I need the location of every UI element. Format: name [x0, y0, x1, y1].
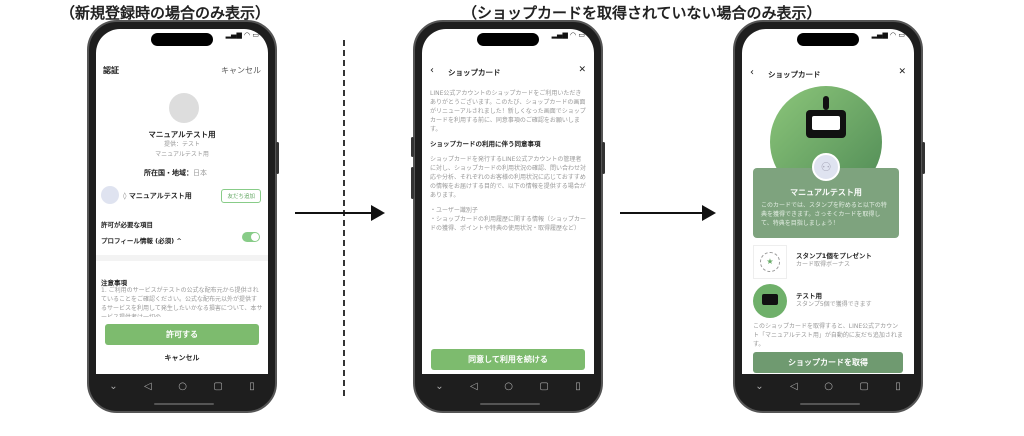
back-icon[interactable]: ‹ — [430, 65, 434, 76]
robot-icon — [806, 110, 846, 138]
camera-notch — [151, 33, 213, 46]
side-button — [602, 142, 605, 174]
consent-body: ショップカードを発行するLINE公式アカウントの管理者に対し、ショップカードの利… — [430, 156, 587, 200]
region-label: 所在国・地域： — [144, 169, 193, 177]
add-friend-button[interactable]: 友だち追加 — [221, 189, 261, 203]
home-indicator — [154, 403, 214, 405]
card-description: このカードでは、スタンプを貯めると以下の特典を獲得できます。さっそくカードを取得… — [761, 202, 887, 228]
consent-heading: ショップカードの利用に伴う同意事項 — [430, 140, 541, 148]
provider: 提供：テスト — [163, 141, 200, 148]
reward-subtitle: カード取得ボーナス — [796, 261, 851, 268]
consent-content: LINE公式アカウントのショップカードをご利用いただきありがとうございます。この… — [430, 89, 586, 233]
back-icon[interactable]: ◁ — [790, 381, 798, 392]
android-nav-bar: ⌄ ◁ ○ ▢ ▯ — [96, 374, 268, 399]
home-icon[interactable]: ○ — [504, 381, 513, 392]
status-icons: ▂▄▆ ◠ ▭ — [225, 31, 259, 39]
recents-icon[interactable]: ▢ — [213, 381, 223, 392]
status-icons: ▂▄▆ ◠ ▭ — [871, 31, 905, 39]
divider — [96, 255, 268, 261]
home-icon[interactable]: ○ — [178, 381, 187, 392]
consent-item: ・ショップカードの利用履歴に関する情報（ショップカードの獲得、ポイントや特典の使… — [430, 216, 587, 233]
back-icon[interactable]: ‹ — [750, 67, 754, 78]
app-name: マニュアルテスト用 — [148, 130, 216, 139]
caption-new-registration: （新規登録時の場合のみ表示） — [60, 4, 271, 22]
side-button — [922, 142, 925, 174]
notes-heading: 注意事項 — [101, 279, 127, 287]
account-name: マニュアルテスト用 — [128, 192, 192, 200]
avatar — [169, 93, 199, 123]
back-icon[interactable]: ◁ — [470, 381, 478, 392]
rotate-icon[interactable]: ▯ — [895, 381, 901, 392]
cancel-button[interactable]: キャンセル — [164, 354, 200, 362]
phone-consent: ▂▄▆ ◠ ▭ ‹ ショップカード ✕ LINE公式アカウントのショップカードを… — [411, 20, 605, 413]
stamp-icon: ★ — [753, 245, 787, 279]
recents-icon[interactable]: ▢ — [859, 381, 869, 392]
page-title: 認証 — [103, 66, 119, 75]
android-nav-bar: ⌄ ◁ ○ ▢ ▯ — [742, 374, 914, 399]
page-title: ショップカード — [768, 70, 821, 79]
rotate-icon[interactable]: ▯ — [575, 381, 581, 392]
get-shopcard-button[interactable]: ショップカードを取得 — [753, 352, 903, 373]
intro-text: LINE公式アカウントのショップカードをご利用いただきありがとうございます。この… — [430, 90, 586, 133]
chevron-down-icon[interactable]: ⌄ — [109, 381, 118, 392]
reward-title: テスト用 — [796, 292, 822, 300]
home-indicator — [480, 403, 540, 405]
profile-permission[interactable]: プロフィール情報 (必須) ^ — [101, 237, 182, 245]
chevron-down-icon[interactable]: ⌄ — [435, 381, 444, 392]
side-button — [276, 142, 279, 174]
provider-sub: マニュアルテスト用 — [155, 151, 209, 158]
footer-note: このショップカードを取得すると、LINE公式アカウント「マニュアルテスト用」が自… — [753, 323, 903, 348]
reward-title: スタンプ1個をプレゼント — [796, 252, 872, 260]
consent-item: ・ユーザー識別子 — [430, 207, 478, 215]
account-avatar: ⚇ — [812, 153, 840, 181]
close-icon[interactable]: ✕ — [898, 67, 906, 77]
shopcard-screen: ‹ ショップカード ✕ マニュアルテスト用 このカードでは、スタンプを貯めると以… — [742, 29, 914, 374]
agree-button[interactable]: 同意して利用を続ける — [431, 349, 585, 370]
page-title: ショップカード — [448, 68, 501, 77]
status-icons: ▂▄▆ ◠ ▭ — [551, 31, 585, 39]
caption-no-shopcard: （ショップカードを取得されていない場合のみ表示） — [462, 4, 822, 22]
home-icon[interactable]: ○ — [824, 381, 833, 392]
phone-auth: ▂▄▆ ◠ ▭ 認証 キャンセル マニュアルテスト用 提供：テスト マニュアルテ… — [87, 20, 279, 413]
home-indicator — [800, 403, 860, 405]
arrow-right-icon — [295, 205, 385, 221]
arrow-right-icon — [620, 205, 716, 221]
phone-shopcard: ▂▄▆ ◠ ▭ ‹ ショップカード ✕ マニュアルテスト用 このカードでは、スタ… — [733, 20, 925, 413]
back-icon[interactable]: ◁ — [144, 381, 152, 392]
recents-icon[interactable]: ▢ — [539, 381, 549, 392]
permissions-heading: 許可が必要な項目 — [101, 221, 153, 229]
camera-notch — [797, 33, 859, 46]
side-button — [411, 137, 414, 157]
close-icon[interactable]: ✕ — [578, 65, 586, 75]
reward-subtitle: スタンプ5個で獲得できます — [796, 301, 872, 308]
cancel-link[interactable]: キャンセル — [221, 66, 261, 75]
chevron-down-icon[interactable]: ⌄ — [755, 381, 764, 392]
consent-screen: ‹ ショップカード ✕ LINE公式アカウントのショップカードをご利用いただきあ… — [422, 29, 594, 374]
card-name: マニュアルテスト用 — [790, 188, 862, 197]
region-value: 日本 — [193, 169, 207, 177]
camera-notch — [477, 33, 539, 46]
allow-button[interactable]: 許可する — [105, 324, 259, 345]
rotate-icon[interactable]: ▯ — [249, 381, 255, 392]
profile-toggle[interactable] — [242, 232, 260, 242]
shield-icon: ◊ — [123, 192, 129, 200]
footer-area: このショップカードを取得すると、LINE公式アカウント「マニュアルテスト用」が自… — [753, 322, 903, 374]
side-button — [411, 167, 414, 199]
notes-text: 1. ご利用のサービスがテストの公式な配布元から提供されていることをご確認くださ… — [101, 287, 263, 317]
account-avatar — [101, 186, 119, 204]
robot-reward-icon — [753, 284, 787, 318]
divider — [343, 40, 345, 396]
android-nav-bar: ⌄ ◁ ○ ▢ ▯ — [422, 374, 594, 399]
auth-screen: 認証 キャンセル マニュアルテスト用 提供：テスト マニュアルテスト用 所在国・… — [96, 29, 268, 374]
